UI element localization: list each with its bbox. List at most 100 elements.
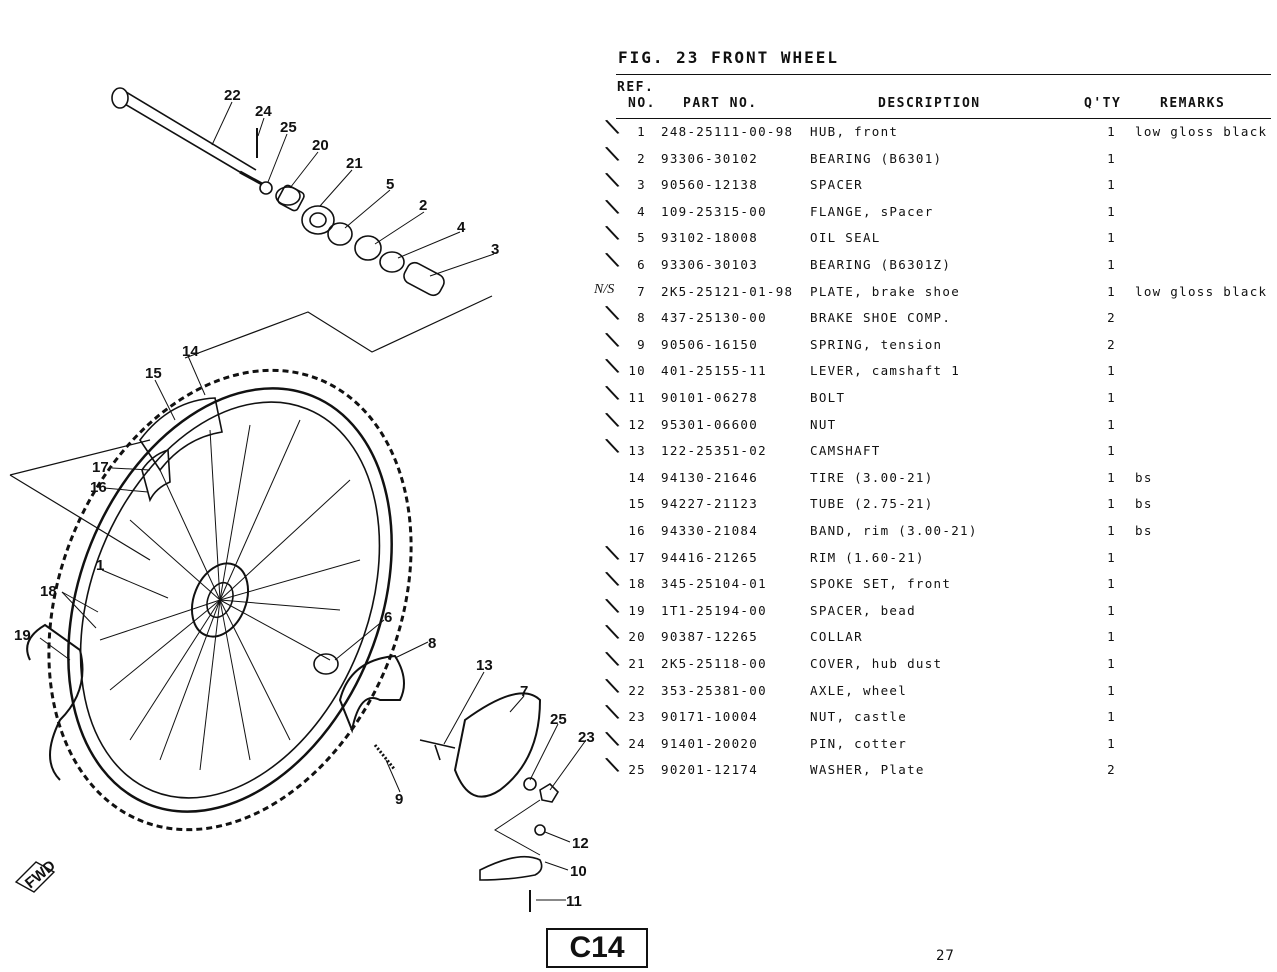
part-number: 94330-21084 — [661, 523, 759, 538]
quantity: 1 — [1107, 602, 1116, 618]
title-rule — [616, 74, 1271, 75]
remarks: bs — [1135, 469, 1153, 485]
header-part-no: PART NO. — [683, 96, 758, 111]
ref-no: 1 — [637, 124, 646, 139]
quantity: 1 — [1107, 124, 1116, 139]
callout-17: 17 — [92, 459, 109, 476]
description: BOLT — [810, 390, 846, 405]
quantity: 1 — [1107, 177, 1116, 193]
callout-8: 8 — [428, 635, 436, 652]
part-number: 90560-12138 — [661, 177, 759, 193]
part-number: 94130-21646 — [661, 469, 759, 485]
callout-25: 25 — [280, 119, 297, 136]
description: NUT — [810, 416, 837, 432]
callout-19: 19 — [14, 627, 31, 644]
ns-annotation: N/S — [594, 282, 615, 297]
ref-no: 11 — [628, 390, 646, 405]
ref-no: 17 — [628, 549, 646, 565]
page-number: 27 — [936, 948, 955, 964]
part-number: 437-25130-00 — [661, 310, 767, 326]
ref-no: 15 — [628, 496, 646, 512]
quantity: 1 — [1107, 735, 1116, 751]
part-number: 90387-12265 — [661, 629, 759, 645]
quantity: 1 — [1107, 549, 1116, 565]
quantity: 1 — [1107, 443, 1116, 459]
description: HUB, front — [810, 124, 899, 139]
part-number: 94416-21265 — [661, 549, 759, 565]
quantity: 1 — [1107, 682, 1116, 698]
quantity: 2 — [1107, 310, 1116, 326]
quantity: 1 — [1107, 390, 1116, 405]
wheel-drawing — [26, 368, 413, 832]
callout-2: 2 — [419, 197, 427, 214]
callout-10: 10 — [570, 863, 587, 880]
quantity: 1 — [1107, 469, 1116, 485]
ref-no: 10 — [628, 363, 646, 379]
quantity: 1 — [1107, 523, 1116, 538]
description: PLATE, brake shoe — [810, 283, 961, 299]
description: TUBE (2.75-21) — [810, 496, 934, 512]
part-number: 109-25315-00 — [661, 203, 767, 219]
quantity: 1 — [1107, 576, 1116, 592]
remarks: bs — [1135, 496, 1153, 512]
ref-no: 12 — [628, 416, 646, 432]
quantity: 1 — [1107, 150, 1116, 166]
header-description: DESCRIPTION — [878, 96, 981, 111]
part-number: 94227-21123 — [661, 496, 759, 512]
part-number: 2K5-25118-00 — [661, 656, 767, 671]
description: BEARING (B6301) — [810, 150, 943, 166]
description: BAND, rim (3.00-21) — [810, 523, 978, 538]
part-number: 122-25351-02 — [661, 443, 767, 459]
ref-no: 6 — [637, 257, 646, 272]
ref-no: 25 — [628, 762, 646, 778]
callout-15: 15 — [145, 365, 162, 382]
part-number: 90101-06278 — [661, 390, 759, 405]
callout-20: 20 — [312, 137, 329, 154]
header-remarks: REMARKS — [1160, 96, 1226, 111]
remarks: bs — [1135, 523, 1153, 538]
quantity: 1 — [1107, 496, 1116, 512]
callout-7: 7 — [520, 683, 528, 700]
quantity: 1 — [1107, 629, 1116, 645]
header-rule — [616, 118, 1271, 119]
description: COLLAR — [810, 629, 863, 645]
callout-25b: 25 — [550, 711, 567, 728]
description: RIM (1.60-21) — [810, 549, 925, 565]
ref-no: 21 — [628, 656, 646, 671]
parts-list: FIG. 23 FRONT WHEEL REF. NO. PART NO. DE… — [600, 0, 1277, 968]
ref-no: 14 — [628, 469, 646, 485]
ref-no: 4 — [637, 203, 646, 219]
callout-11: 11 — [566, 893, 582, 910]
header-qty: Q'TY — [1084, 96, 1122, 111]
ref-no: 8 — [637, 310, 646, 326]
remarks: low gloss black — [1135, 283, 1268, 299]
description: AXLE, wheel — [810, 682, 908, 698]
quantity: 1 — [1107, 656, 1116, 671]
check-mark: \ — [602, 112, 623, 140]
quantity: 1 — [1107, 203, 1116, 219]
ref-no: 20 — [628, 629, 646, 645]
figure-title: FIG. 23 FRONT WHEEL — [618, 48, 840, 67]
description: SPOKE SET, front — [810, 576, 952, 592]
ref-no: 2 — [637, 150, 646, 166]
callout-12: 12 — [572, 835, 589, 852]
callout-3: 3 — [491, 241, 499, 258]
header-ref: REF. — [617, 80, 655, 95]
description: BEARING (B6301Z) — [810, 257, 952, 272]
quantity: 1 — [1107, 283, 1116, 299]
callout-14: 14 — [182, 343, 199, 360]
table-row: 15 94227-21123 TUBE (2.75-21) 1 bs — [600, 496, 1277, 522]
